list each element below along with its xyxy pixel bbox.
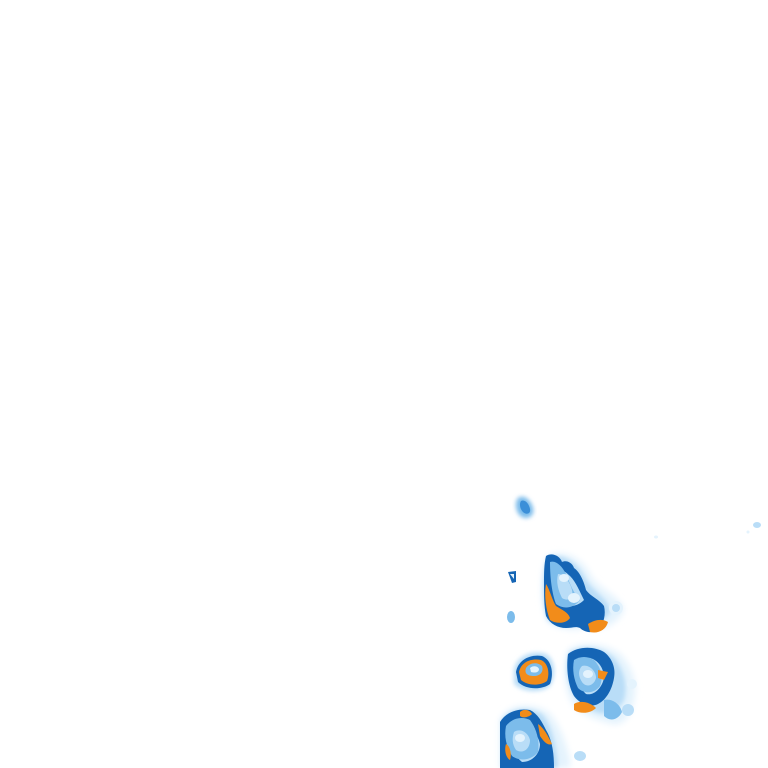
- cell-small-left: [507, 571, 516, 623]
- cell-bottom-left: [500, 705, 586, 768]
- cell-upper-central: [542, 553, 624, 633]
- cell-ring-left: [514, 652, 555, 692]
- cell-top-small: [515, 496, 534, 518]
- speck-right: [654, 522, 761, 539]
- cell-right-middle: [564, 644, 637, 725]
